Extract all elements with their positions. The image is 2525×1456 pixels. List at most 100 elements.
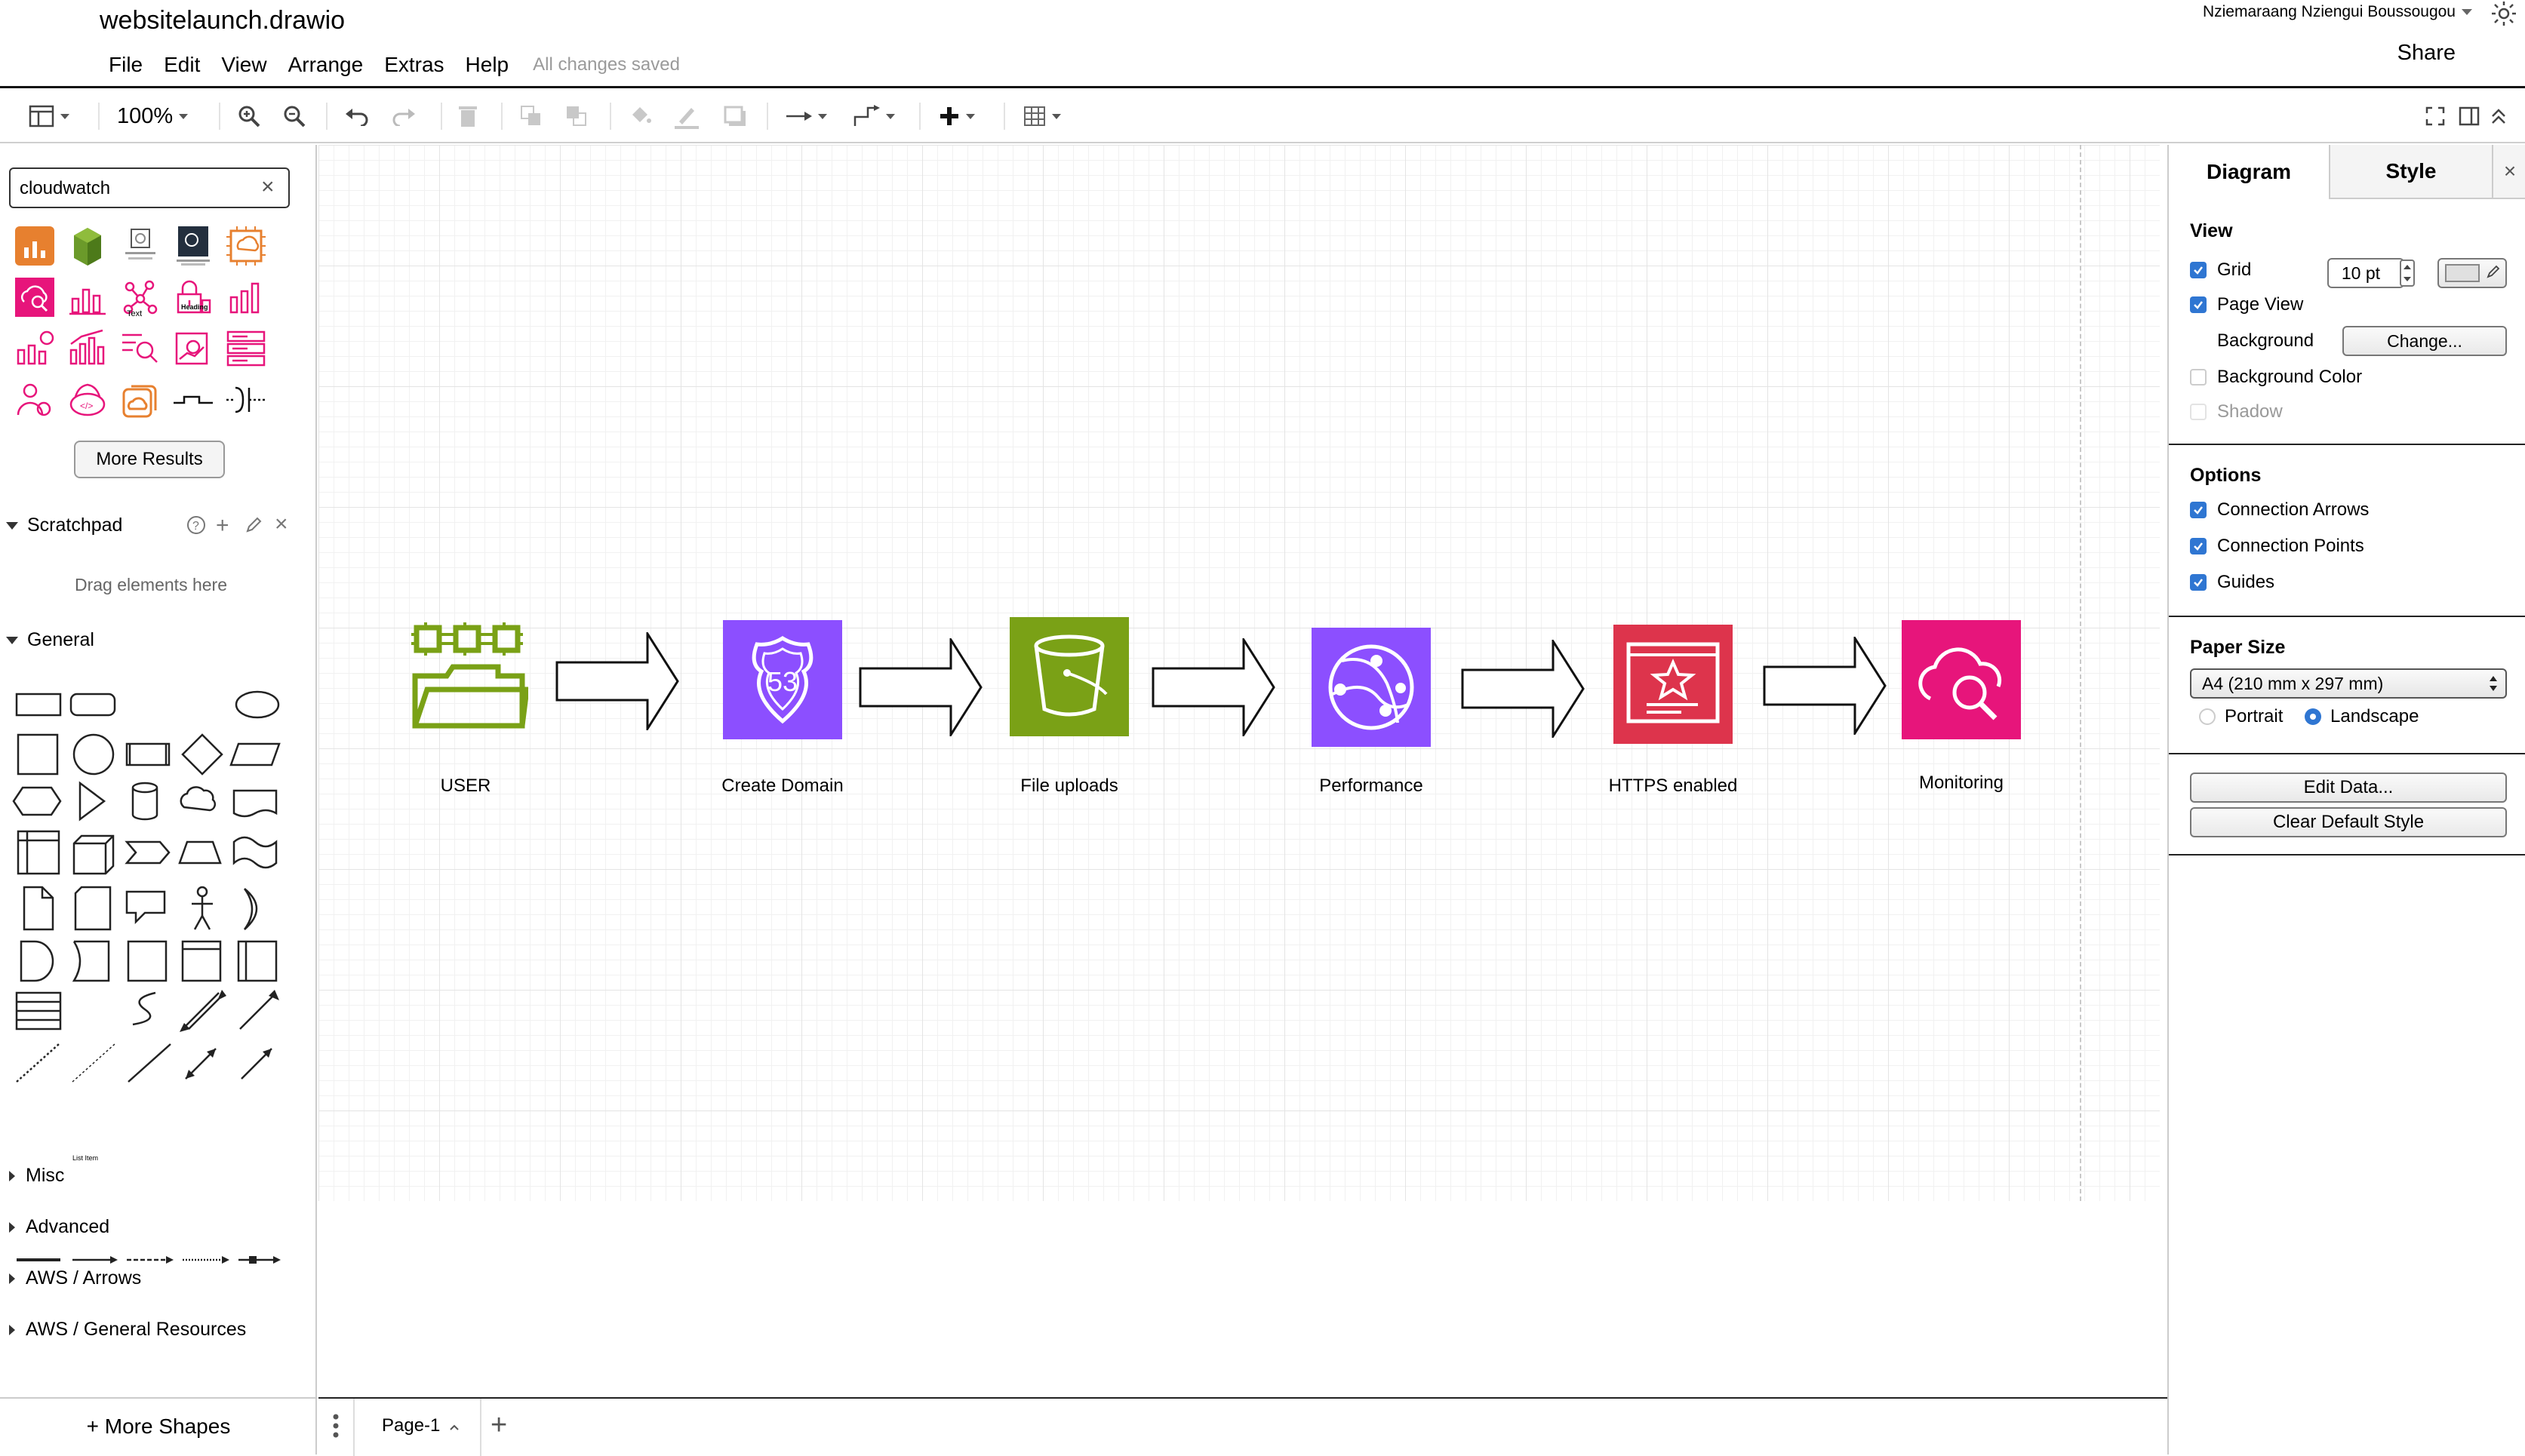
more-results-button[interactable]: More Results — [74, 441, 225, 478]
collapse-icon[interactable] — [2490, 103, 2507, 130]
zoom-out-icon[interactable] — [282, 103, 306, 130]
cloudwatch-orange-outline-icon[interactable] — [119, 379, 165, 424]
to-front-icon[interactable] — [519, 103, 543, 130]
share-button[interactable]: Share — [2397, 41, 2456, 65]
file-title[interactable]: websitelaunch.drawio — [100, 6, 346, 35]
cloudwatch-dark-icon[interactable] — [172, 225, 217, 270]
cloudwatch-chip-icon[interactable] — [225, 225, 270, 270]
table-icon[interactable] — [1023, 103, 1061, 130]
menu-edit[interactable]: Edit — [164, 53, 201, 76]
add-page-icon[interactable]: + — [491, 1409, 508, 1441]
grid-color-button[interactable] — [2437, 258, 2507, 288]
connection-points-row[interactable]: Connection Points — [2190, 536, 2364, 557]
connection-arrows-checkbox[interactable] — [2190, 502, 2207, 518]
rum-icon[interactable]: </> — [66, 379, 112, 424]
delete-icon[interactable] — [457, 103, 478, 130]
undo-icon[interactable] — [344, 103, 370, 130]
zoom-select[interactable]: 100% — [117, 103, 189, 130]
flow-arrow[interactable] — [555, 632, 679, 730]
shape-search-input[interactable]: cloudwatch — [9, 167, 290, 208]
flow-arrow[interactable] — [1152, 638, 1275, 736]
node-monitoring[interactable] — [1902, 620, 2021, 739]
cloudwatch-3d-icon[interactable] — [66, 225, 112, 270]
waypoints-icon[interactable] — [853, 103, 895, 130]
logs-insights-icon[interactable] — [119, 327, 165, 373]
general-header[interactable]: General — [6, 629, 94, 651]
fill-color-icon[interactable] — [628, 103, 652, 130]
grid-checkbox[interactable] — [2190, 262, 2207, 278]
general-list-item-shape[interactable]: List Item — [72, 1154, 99, 1162]
paper-size-select[interactable]: A4 (210 mm x 297 mm) — [2190, 668, 2507, 699]
connection-arrows-row[interactable]: Connection Arrows — [2190, 499, 2369, 521]
flow-arrow[interactable] — [1461, 640, 1585, 738]
landscape-radio-row[interactable]: Landscape — [2305, 706, 2419, 727]
section-aws-arrows[interactable]: AWS / Arrows — [6, 1267, 141, 1289]
portrait-radio-row[interactable]: Portrait — [2199, 706, 2283, 727]
dashboard-icon[interactable] — [225, 327, 270, 373]
synthetics-icon[interactable] — [172, 327, 217, 373]
tab-style[interactable]: Style — [2330, 145, 2492, 199]
general-heading-shape[interactable]: Heading — [181, 303, 208, 311]
fullscreen-icon[interactable] — [2425, 103, 2445, 130]
landscape-radio[interactable] — [2305, 708, 2321, 725]
user-monitor-icon[interactable] — [14, 379, 59, 424]
scratchpad-header[interactable]: Scratchpad ? + × — [6, 511, 300, 539]
help-icon[interactable]: ? — [186, 515, 207, 541]
general-shapes-grid[interactable] — [11, 680, 290, 1276]
tab-diagram[interactable]: Diagram — [2169, 145, 2330, 199]
change-background-button[interactable]: Change... — [2342, 326, 2507, 356]
menu-extras[interactable]: Extras — [384, 53, 444, 76]
menu-arrange[interactable]: Arrange — [288, 53, 364, 76]
theme-icon[interactable] — [2490, 0, 2517, 27]
user-menu[interactable]: Nziemaraang Nziengui Boussougou — [2203, 3, 2472, 21]
grid-size-input[interactable]: 10 pt — [2327, 258, 2404, 288]
waveform-line-icon[interactable] — [172, 379, 217, 424]
node-performance[interactable] — [1312, 628, 1431, 747]
background-color-checkbox[interactable] — [2190, 369, 2207, 386]
to-back-icon[interactable] — [564, 103, 589, 130]
edit-data-button[interactable]: Edit Data... — [2190, 773, 2507, 803]
background-color-checkbox-row[interactable]: Background Color — [2190, 367, 2362, 388]
service-map-icon[interactable] — [119, 276, 165, 321]
shadow-checkbox[interactable] — [2190, 404, 2207, 420]
edit-icon[interactable] — [245, 516, 263, 539]
format-panel-icon[interactable] — [29, 103, 69, 130]
metrics-icon[interactable] — [66, 276, 112, 321]
metrics-trend-icon[interactable] — [66, 327, 112, 373]
clear-default-style-button[interactable]: Clear Default Style — [2190, 807, 2507, 837]
connection-points-checkbox[interactable] — [2190, 538, 2207, 554]
guides-checkbox[interactable] — [2190, 574, 2207, 591]
flow-arrow[interactable] — [1763, 637, 1887, 735]
menu-view[interactable]: View — [221, 53, 267, 76]
cloudwatch-icon[interactable] — [14, 276, 59, 321]
redo-icon[interactable] — [391, 103, 417, 130]
tab-page-1[interactable]: Page-1 — [382, 1415, 460, 1436]
page-view-checkbox[interactable] — [2190, 296, 2207, 313]
node-create-domain[interactable]: 53 — [723, 620, 842, 739]
metrics-alarm-icon[interactable] — [14, 327, 59, 373]
page-view-checkbox-row[interactable]: Page View — [2190, 294, 2303, 315]
flow-arrow[interactable] — [859, 638, 983, 736]
alarm-lock-icon[interactable] — [172, 276, 217, 321]
line-color-icon[interactable] — [673, 103, 700, 130]
instance-cloudwatch-icon[interactable] — [119, 225, 165, 270]
close-icon[interactable]: × — [275, 511, 288, 536]
node-https-enabled[interactable] — [1613, 625, 1733, 744]
grid-checkbox-row[interactable]: Grid — [2190, 260, 2251, 281]
node-file-uploads[interactable] — [1010, 617, 1129, 736]
portrait-radio[interactable] — [2199, 708, 2216, 725]
section-advanced[interactable]: Advanced — [6, 1216, 109, 1238]
guides-row[interactable]: Guides — [2190, 572, 2274, 593]
bar-chart-icon[interactable] — [225, 276, 270, 321]
add-icon[interactable]: + — [216, 513, 229, 538]
section-aws-general-resources[interactable]: AWS / General Resources — [6, 1319, 246, 1341]
close-icon[interactable]: × — [261, 174, 275, 199]
close-icon[interactable]: × — [2492, 145, 2525, 199]
insert-icon[interactable] — [939, 103, 975, 130]
node-user[interactable] — [409, 620, 530, 739]
section-misc[interactable]: Misc — [6, 1165, 64, 1187]
chevron-up-icon[interactable] — [449, 1415, 460, 1436]
pages-menu-icon[interactable] — [332, 1412, 340, 1443]
shadow-icon[interactable] — [723, 103, 747, 130]
menu-help[interactable]: Help — [465, 53, 509, 76]
